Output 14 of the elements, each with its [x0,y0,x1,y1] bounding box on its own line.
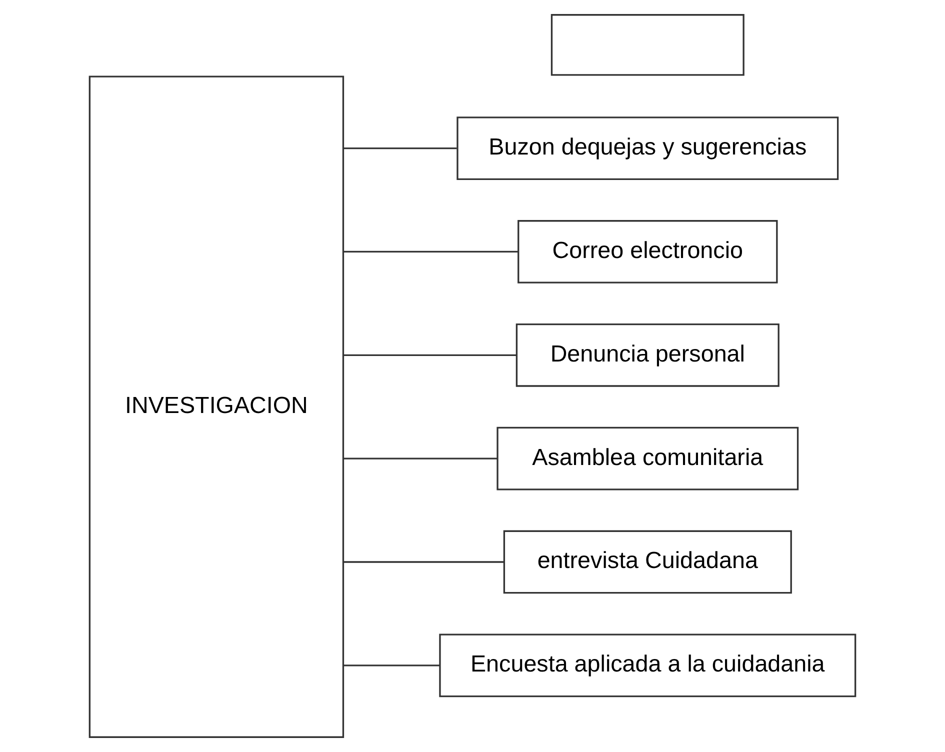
node-box: Correo electroncio [518,220,778,284]
connector [344,354,516,356]
node-box: Denuncia personal [516,323,780,387]
node-box: Buzon dequejas y sugerencias [456,116,839,180]
node-box: Encuesta aplicada a la cuidadania [439,634,856,698]
node-box: Asamblea comunitaria [496,426,799,490]
connector [344,147,457,150]
node-box: entrevista Cuidadana [503,530,792,594]
connector [344,664,440,666]
connector [344,458,498,460]
connector [344,250,518,253]
node-box: INVESTIGACION [88,76,344,738]
connector [344,561,504,563]
node-box [550,14,744,76]
